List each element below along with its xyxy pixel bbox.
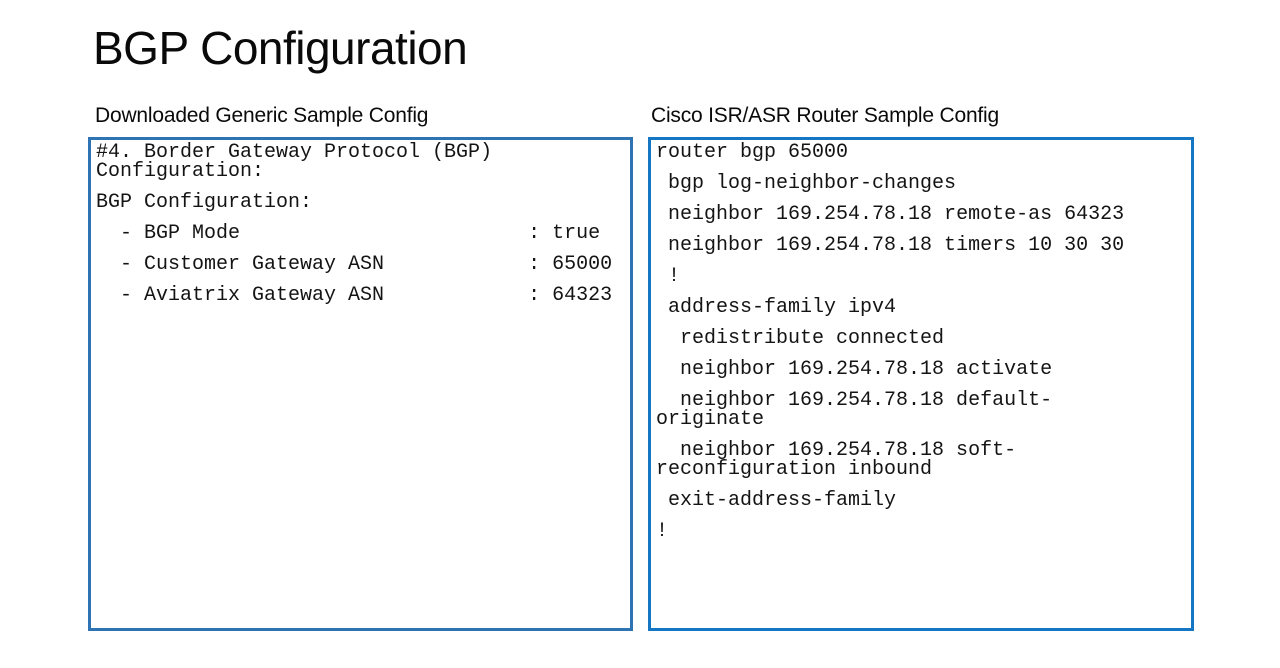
config-line: !: [656, 265, 681, 288]
generic-config-panel-label: Downloaded Generic Sample Config: [95, 104, 429, 127]
config-line: - Customer Gateway ASN : 65000: [96, 253, 613, 276]
config-line: neighbor 169.254.78.18 activate: [656, 358, 1053, 381]
config-line: - Aviatrix Gateway ASN : 64323: [96, 284, 613, 307]
config-line: redistribute connected: [656, 327, 945, 350]
config-line: #4. Border Gateway Protocol (BGP) Config…: [96, 141, 493, 183]
config-line: address-family ipv4: [656, 296, 897, 319]
config-line: neighbor 169.254.78.18 remote-as 64323: [656, 203, 1125, 226]
config-line: !: [656, 520, 669, 543]
cisco-config-panel-label: Cisco ISR/ASR Router Sample Config: [651, 104, 1000, 127]
config-line: - BGP Mode : true: [96, 222, 601, 245]
config-line: neighbor 169.254.78.18 soft- reconfigura…: [656, 439, 1017, 481]
config-line: exit-address-family: [656, 489, 897, 512]
config-line: neighbor 169.254.78.18 default- originat…: [656, 389, 1053, 431]
generic-config-code-box: #4. Border Gateway Protocol (BGP) Config…: [88, 137, 633, 631]
config-line: BGP Configuration:: [96, 191, 313, 214]
slide-title: BGP Configuration: [93, 22, 468, 74]
config-line: router bgp 65000: [656, 141, 849, 164]
config-line: bgp log-neighbor-changes: [656, 172, 957, 195]
cisco-config-code-box: router bgp 65000 bgp log-neighbor-change…: [648, 137, 1194, 631]
config-line: neighbor 169.254.78.18 timers 10 30 30: [656, 234, 1125, 257]
